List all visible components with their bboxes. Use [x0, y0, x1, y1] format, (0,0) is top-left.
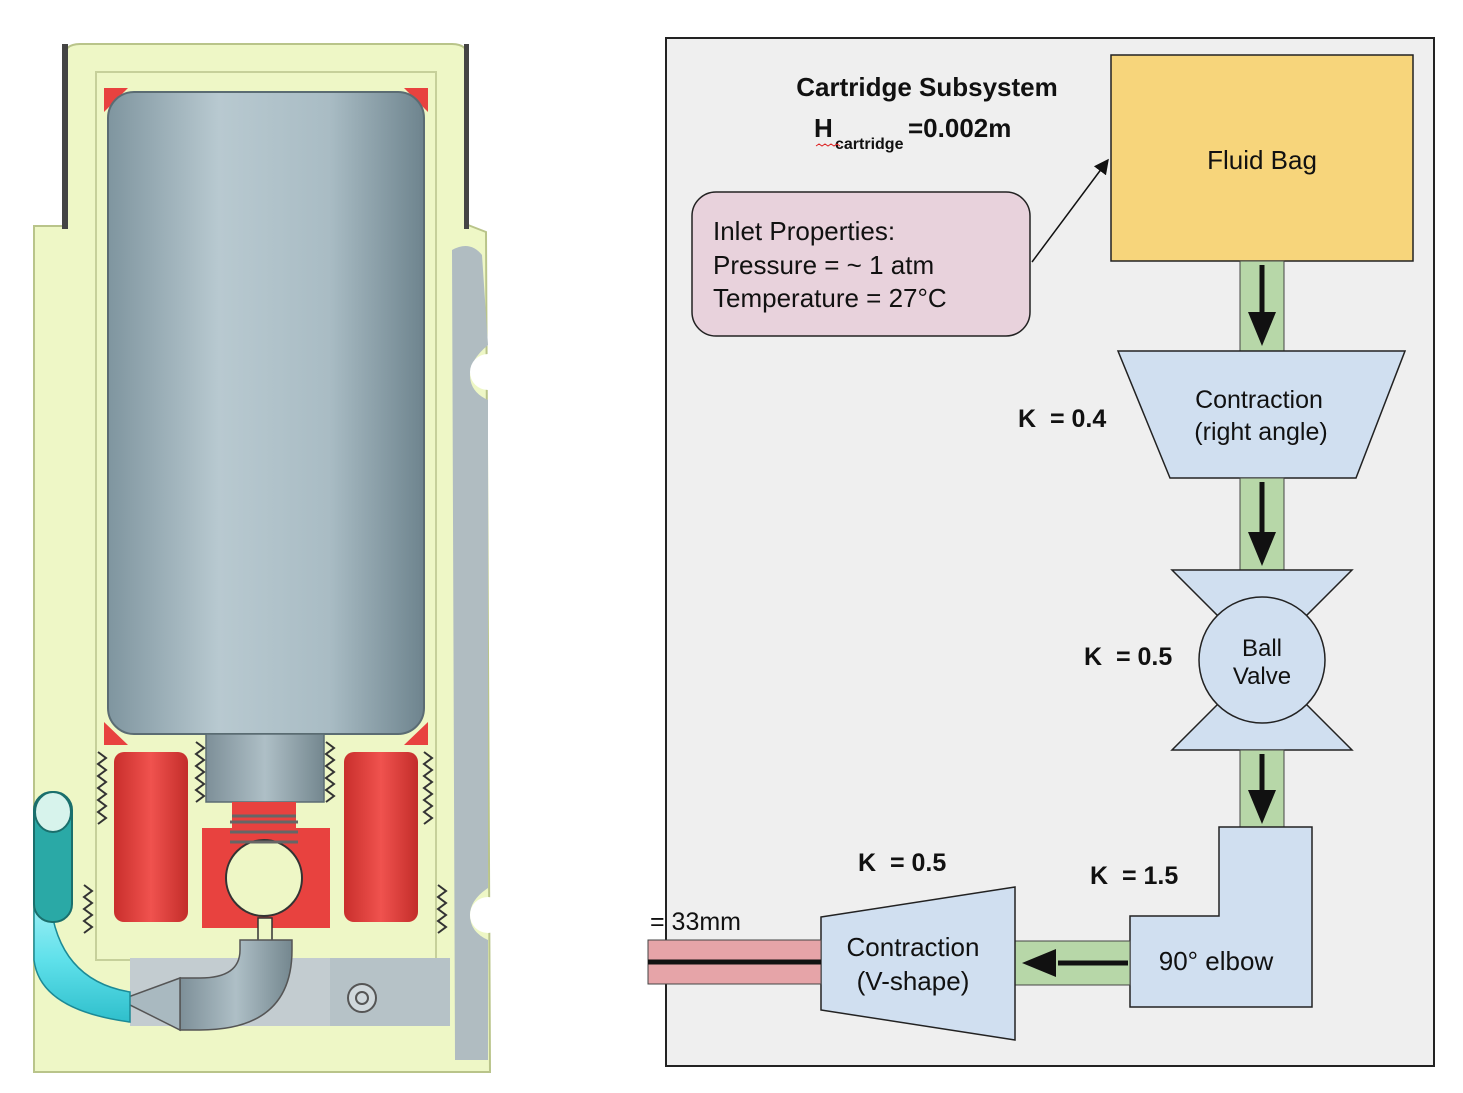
cad-teal-tube-top [34, 791, 72, 833]
cad-housing-edge-right [464, 44, 469, 229]
cad-screw [347, 983, 377, 1013]
contraction-v-line-2: (V-shape) [857, 966, 970, 996]
cad-cross-section [33, 43, 506, 1073]
flow-arrow-head [1248, 532, 1276, 566]
outlet-dimension: = 33mm [650, 908, 741, 936]
elbow-90 [1129, 826, 1313, 1008]
cad-cyan-tube [33, 899, 131, 1023]
cad-valve-spring [230, 814, 298, 844]
cad-spring-left [96, 751, 108, 825]
contraction-right-line-2: (right angle) [1194, 418, 1327, 446]
contraction-right-k: K = 0.4 [1018, 405, 1106, 433]
flow-arrow-head [1248, 790, 1276, 824]
cad-spring-right-inner [324, 741, 336, 803]
elbow-label: 90° elbow [1159, 946, 1274, 976]
cad-cylinder-stem [205, 733, 325, 803]
cad-bottom-channel-right [330, 958, 450, 1026]
cad-spring-left-inner [194, 741, 206, 803]
height-value: =0.002m [908, 113, 1011, 143]
contraction-right-line-1: Contraction [1195, 386, 1323, 414]
cad-red-block-right [344, 752, 418, 922]
cad-right-channel [452, 246, 488, 1060]
cad-valve-ball [225, 839, 303, 917]
spellcheck-underline [815, 143, 841, 147]
cad-red-corner [404, 722, 428, 745]
height-subscript: cartridge [835, 136, 904, 153]
cad-screw-inner [355, 991, 369, 1005]
contraction-v-k: K = 0.5 [858, 849, 946, 877]
cad-red-block-left [114, 752, 188, 922]
contraction-v-line-1: Contraction [847, 932, 980, 962]
inlet-line-1: Inlet Properties: [713, 216, 895, 246]
flow-arrow-head [1022, 949, 1056, 977]
inlet-line-2: Pressure = ~ 1 atm [713, 250, 934, 280]
cad-nozzle-cone [118, 976, 181, 1032]
inlet-properties-box [691, 191, 1031, 337]
cad-cartridge-cylinder [107, 91, 425, 735]
ball-valve-ball [1198, 596, 1326, 724]
cad-red-corner [104, 722, 128, 745]
cad-spring-low-left [82, 884, 94, 934]
cad-right-notch [470, 897, 506, 933]
contraction-right-angle [1116, 350, 1407, 479]
ball-valve-line-1: Ball [1242, 635, 1282, 662]
ball-valve-line-2: Valve [1233, 663, 1291, 690]
diagram-title: Cartridge Subsystem [796, 72, 1058, 102]
elbow-k: K = 1.5 [1090, 862, 1178, 890]
inlet-pointer-arrow [1031, 158, 1109, 263]
cad-housing-edge-left [62, 44, 68, 229]
cad-elbow-pipe [179, 939, 293, 1031]
cad-right-notch [470, 354, 506, 390]
cad-spring-low-right [436, 884, 448, 934]
cad-spring-right [422, 751, 434, 825]
inlet-line-3: Temperature = 27°C [713, 283, 947, 313]
ball-valve-k: K = 0.5 [1084, 643, 1172, 671]
fluid-bag-label: Fluid Bag [1207, 145, 1317, 175]
fluid-bag [1110, 54, 1414, 262]
height-variable: H [814, 113, 833, 143]
flow-arrow-head [1248, 312, 1276, 346]
